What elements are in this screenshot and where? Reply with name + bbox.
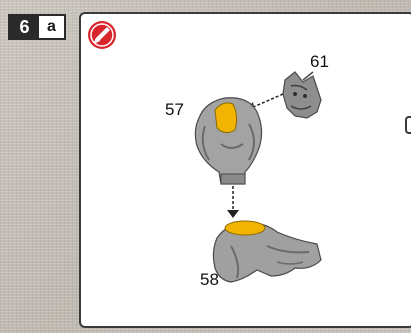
part-57-torso <box>195 98 261 184</box>
part-61-head <box>283 72 321 118</box>
part-58-legs <box>213 221 321 282</box>
step-number: 6 <box>10 16 39 38</box>
step-badge: 6 a <box>8 14 66 40</box>
arrow-57-to-58 <box>227 186 239 218</box>
step-sub-letter: a <box>39 16 64 38</box>
instruction-panel: 61 57 58 <box>79 12 411 328</box>
part-label-58: 58 <box>200 270 219 290</box>
part-label-61: 61 <box>310 52 329 72</box>
part-label-57: 57 <box>165 100 184 120</box>
assembly-diagram <box>81 14 411 328</box>
